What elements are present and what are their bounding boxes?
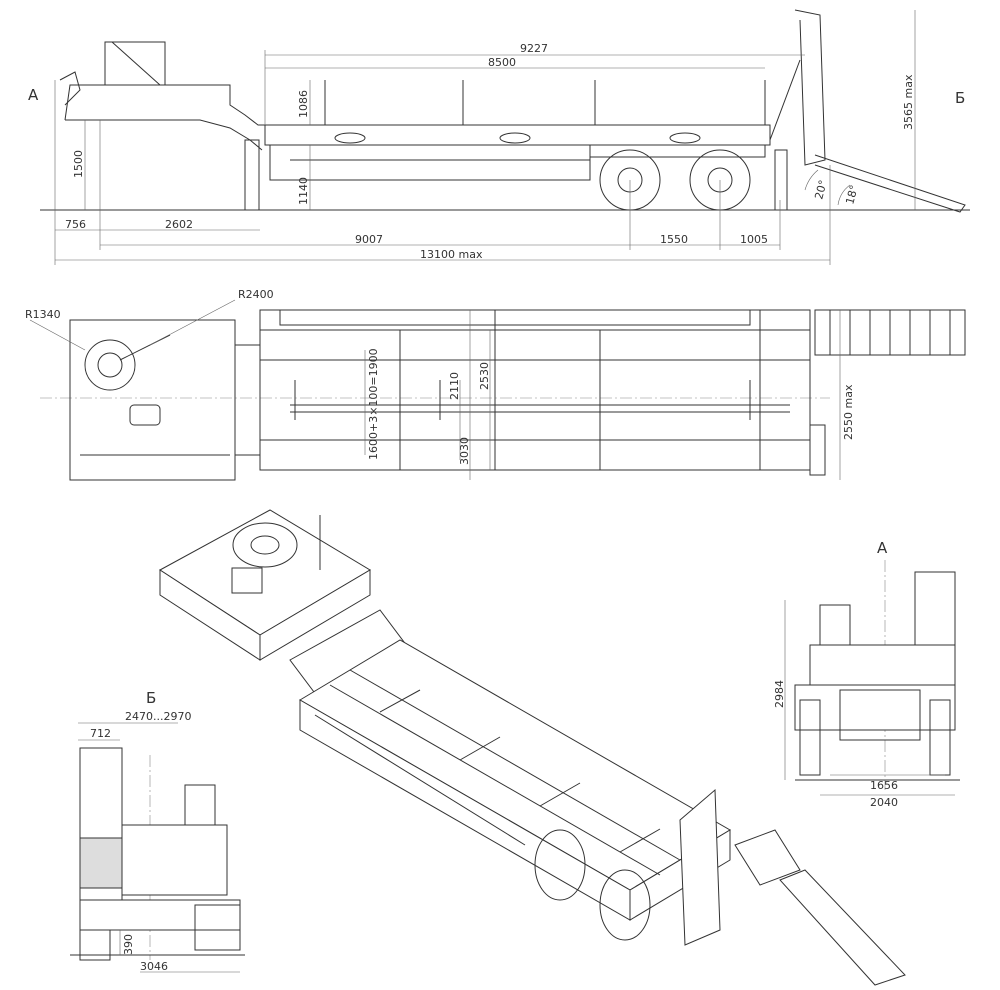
dim-2530: 2530 [478,362,491,390]
deck [264,80,771,181]
dim-390: 390 [122,934,135,955]
dim-9227: 9227 [520,42,548,55]
plan-view: R1340 R2400 1600+3×100=1900 2110 2530 30… [25,288,966,481]
dim-2550: 2550 max [842,384,855,440]
deck-plan [259,309,811,471]
dim-9007: 9007 [355,233,383,246]
dim-756: 756 [65,218,86,231]
dim-1500: 1500 [72,150,85,178]
plan-dimensions [29,299,841,480]
spare-wheel [84,339,136,391]
isometric-view [159,509,906,986]
side-view: А Б 9227 8500 1086 1500 1140 756 2602 90… [28,9,970,265]
iso-spare-wheel [232,522,298,568]
dim-2110: 2110 [448,372,461,400]
dim-13100: 13100 max [420,248,483,261]
dim-1005: 1005 [740,233,768,246]
dim-3565: 3565 max [902,74,915,130]
dim-1140: 1140 [297,177,310,205]
view-marker-b: Б [955,89,965,107]
dim-3046: 3046 [140,960,168,973]
view-b-title: Б [146,689,156,707]
dim-2040: 2040 [870,796,898,809]
dim-2984: 2984 [773,680,786,708]
iso-wheel-2 [599,869,651,941]
dim-pitch: 1600+3×100=1900 [367,348,380,460]
view-a-title: А [877,539,888,557]
dim-1656: 1656 [870,779,898,792]
dim-3030: 3030 [458,437,471,465]
dim-1550: 1550 [660,233,688,246]
dim-8500: 8500 [488,56,516,69]
angle-18: 18° [843,184,861,206]
angle-20: 20° [812,179,830,201]
dim-r1340: R1340 [25,308,61,321]
dim-2602: 2602 [165,218,193,231]
dim-712: 712 [90,727,111,740]
side-dimensions [54,10,916,265]
dim-2470-2970: 2470...2970 [125,710,191,723]
view-b: Б 2470...2970 712 390 3046 [70,689,245,973]
wheels [589,144,766,211]
iso-wheel-1 [534,829,586,901]
iso-ramp [779,869,906,986]
gooseneck [59,41,265,211]
rear-ramp [769,9,966,213]
dim-1086: 1086 [297,90,310,118]
dim-r2400: R2400 [238,288,274,301]
view-marker-a: А [28,86,39,104]
view-a: А 2984 1656 2040 [773,539,960,809]
ramp-plates [814,309,966,356]
